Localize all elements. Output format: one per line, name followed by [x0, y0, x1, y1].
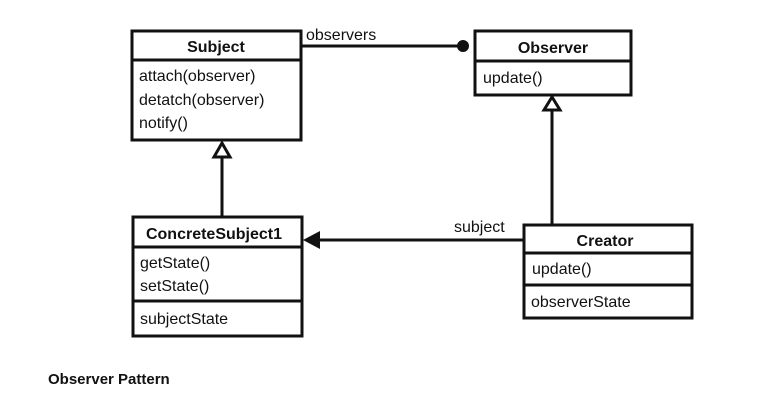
subject-label: subject	[454, 219, 505, 236]
method: update()	[532, 261, 592, 278]
method: attach(observer)	[139, 68, 256, 85]
class-name: Creator	[577, 233, 634, 250]
class-name: Subject	[187, 39, 245, 56]
class-creator: Creator update() observerState	[522, 223, 694, 320]
hollow-triangle-icon	[211, 139, 233, 159]
attribute: subjectState	[140, 311, 228, 328]
class-concrete-subject: ConcreteSubject1 getState() setState() s…	[131, 215, 304, 338]
method: setState()	[140, 278, 209, 295]
class-observer: Observer update()	[473, 29, 633, 97]
method: notify()	[139, 115, 188, 132]
realization-creator	[541, 94, 563, 225]
class-name: Observer	[518, 40, 588, 57]
filled-arrowhead-icon	[303, 231, 320, 249]
class-name: ConcreteSubject1	[146, 226, 282, 243]
generalization-concrete-subject	[211, 139, 233, 217]
attribute: observerState	[531, 294, 631, 311]
aggregation-dot-icon	[457, 40, 469, 52]
observers-label: observers	[306, 27, 376, 44]
method: update()	[483, 70, 543, 87]
method: detatch(observer)	[139, 92, 264, 109]
association-observers: observers	[302, 27, 469, 52]
method: getState()	[140, 255, 210, 272]
class-subject: Subject attach(observer) detatch(observe…	[130, 29, 303, 142]
hollow-triangle-icon	[541, 94, 563, 112]
diagram-title: Observer Pattern	[48, 371, 170, 388]
association-subject: subject	[303, 219, 524, 249]
